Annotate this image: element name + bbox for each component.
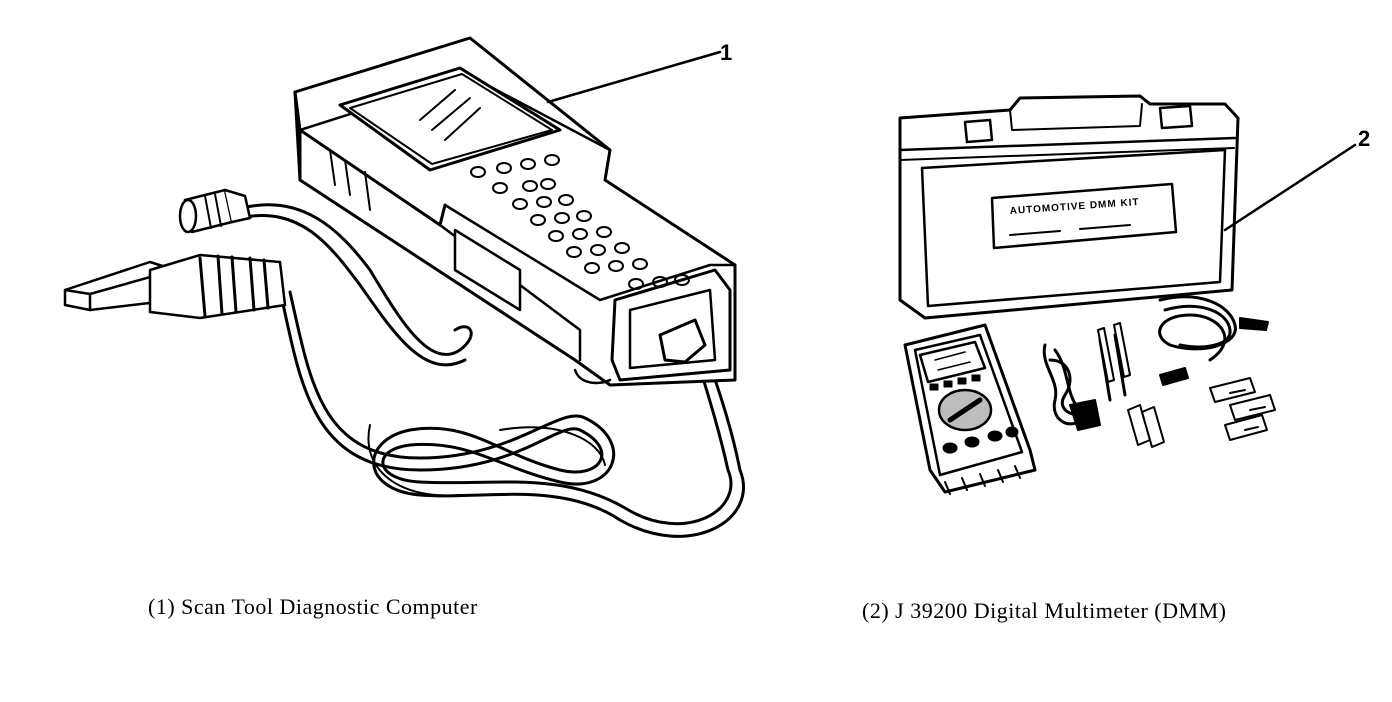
callout-number-1: 1 bbox=[720, 40, 733, 65]
test-leads-clips bbox=[1158, 295, 1276, 441]
scan-tool-drawing bbox=[63, 36, 745, 538]
dmm-kit-drawing bbox=[898, 94, 1357, 495]
callout-number-2: 2 bbox=[1358, 126, 1371, 151]
scan-tool-body bbox=[293, 36, 737, 387]
scan-tool-cable bbox=[278, 288, 745, 538]
scan-tool-cable bbox=[288, 290, 733, 526]
dmm-carrying-case bbox=[898, 94, 1240, 320]
scan-tool-cable bbox=[233, 203, 473, 357]
caption-scan-tool: (1) Scan Tool Diagnostic Computer bbox=[148, 594, 478, 619]
multimeter bbox=[903, 323, 1037, 495]
flat-connector bbox=[63, 253, 287, 320]
test-leads-coil bbox=[1042, 322, 1165, 448]
callout-leader-1 bbox=[546, 50, 722, 104]
caption-multimeter: (2) J 39200 Digital Multimeter (DMM) bbox=[862, 598, 1227, 623]
scan-tool-cable bbox=[367, 424, 606, 497]
scan-tool-cable bbox=[238, 214, 467, 367]
scan-tool-keypad bbox=[470, 154, 690, 290]
round-connector bbox=[178, 188, 252, 234]
callout-leader-2 bbox=[1223, 143, 1357, 232]
